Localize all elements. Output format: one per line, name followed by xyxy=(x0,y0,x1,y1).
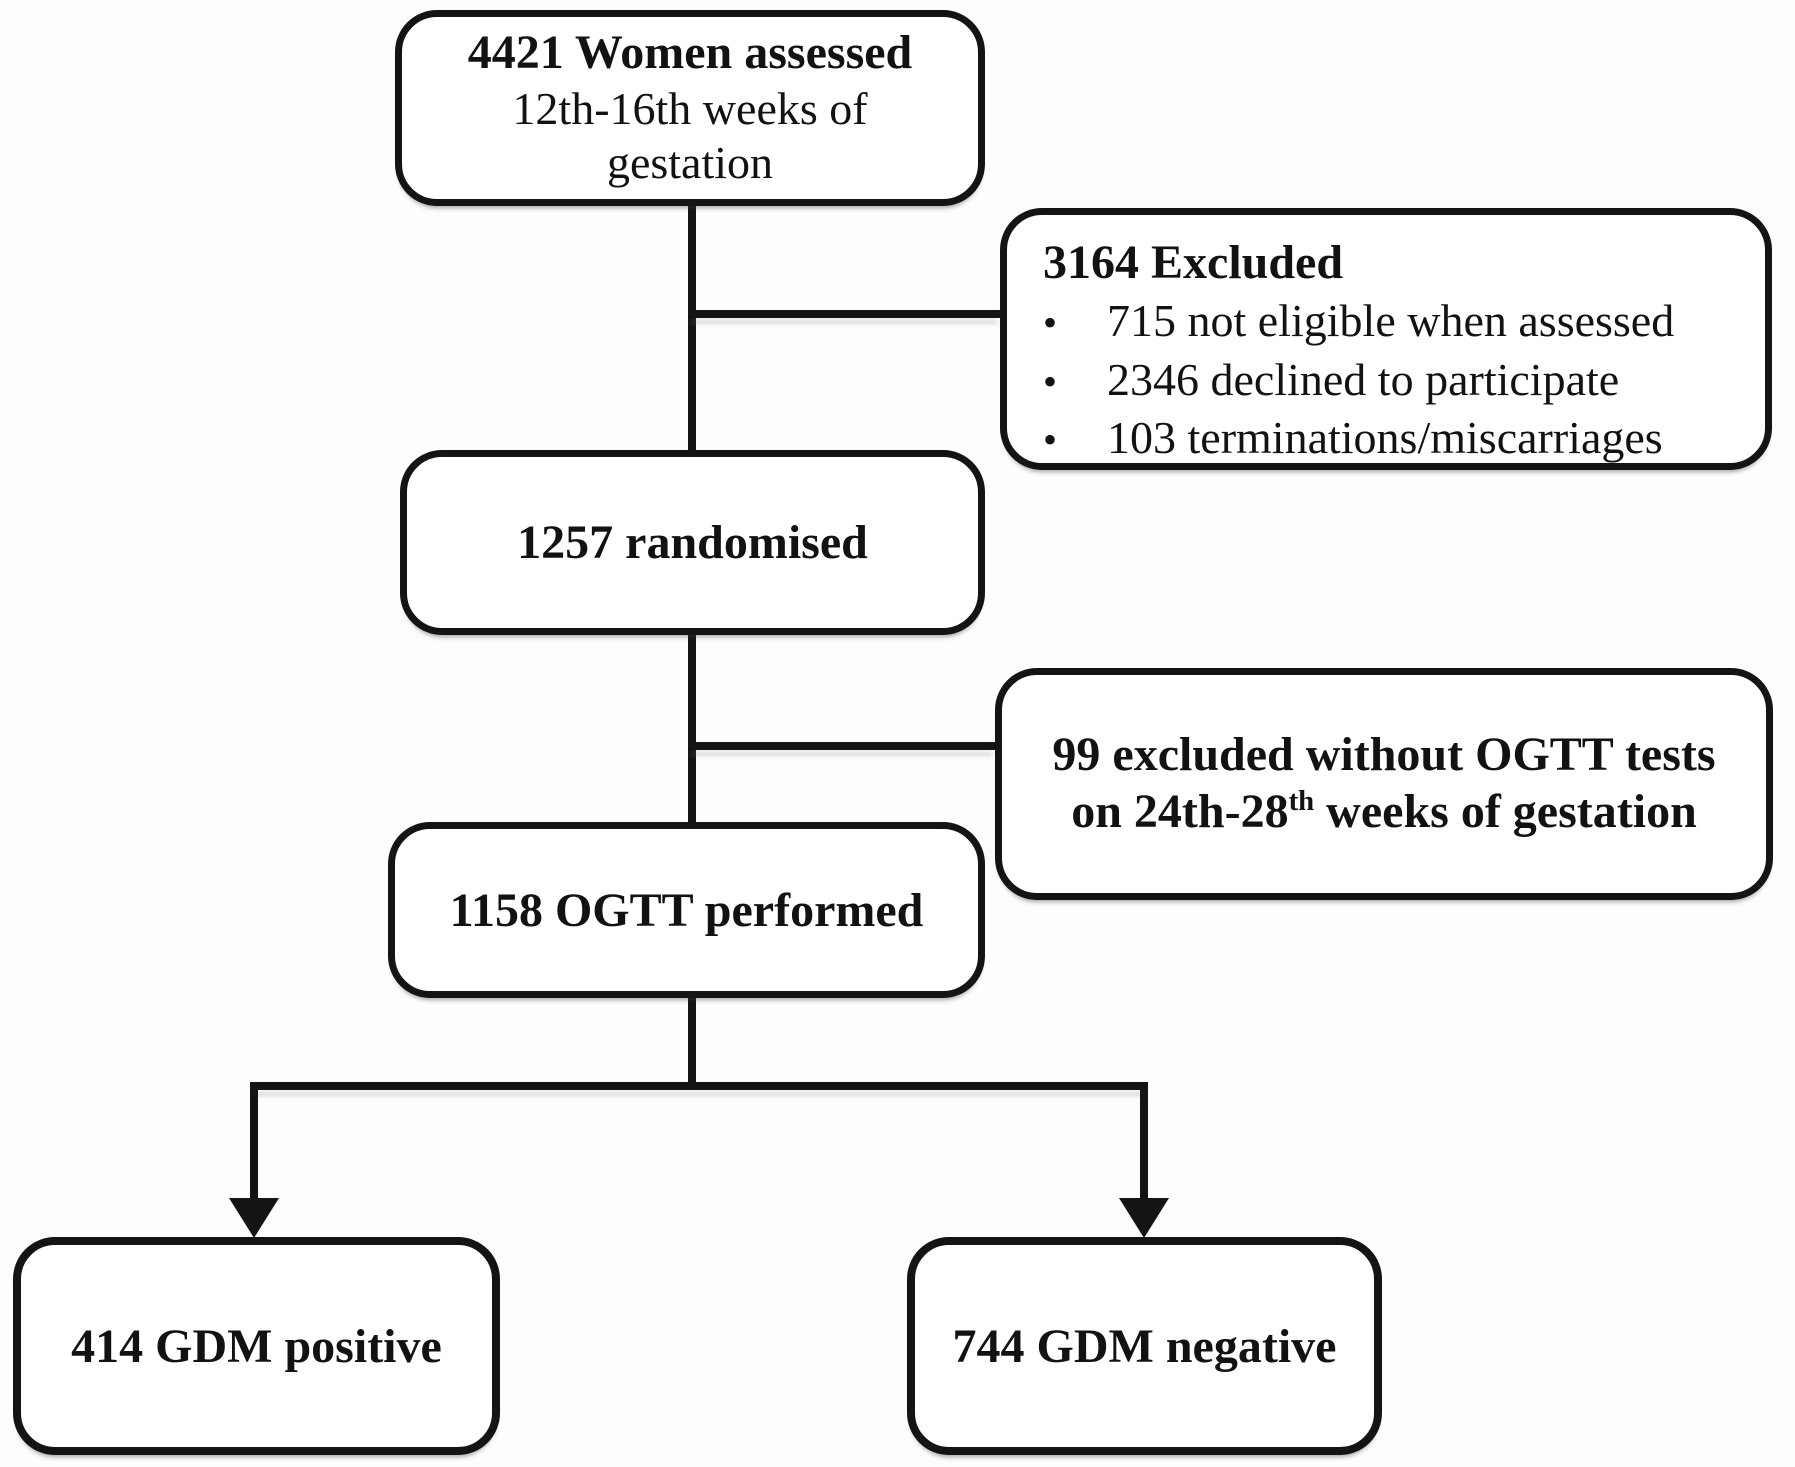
branch-horizontal-line xyxy=(250,1082,1148,1090)
excluded-second-line1: 99 excluded without OGTT tests xyxy=(1052,728,1716,782)
arrow-down-icon xyxy=(1119,1198,1169,1238)
bullet-icon: • xyxy=(1043,417,1058,463)
connector-ogtt-to-branch xyxy=(688,994,696,1086)
excluded-item-row: • 103 terminations/miscarriages xyxy=(1043,409,1663,468)
gdm-positive-label: 414 GDM positive xyxy=(71,1319,442,1373)
bullet-icon: • xyxy=(1043,358,1058,404)
excluded-second-line2-suffix: weeks of gestation xyxy=(1314,785,1697,838)
assessed-box: 4421 Women assessed 12th-16th weeks of g… xyxy=(395,10,985,206)
connector-randomised-to-ogtt xyxy=(688,630,696,826)
randomised-label: 1257 randomised xyxy=(517,516,868,569)
connector-to-excluded-box xyxy=(688,310,1000,318)
excluded-item-text: 103 terminations/miscarriages xyxy=(1107,412,1663,464)
connector-to-ogtt-excluded-box xyxy=(688,742,995,750)
bullet-icon: • xyxy=(1043,299,1058,345)
ogtt-performed-box: 1158 OGTT performed xyxy=(388,822,985,998)
excluded-first-box: 3164 Excluded • 715 not eligible when as… xyxy=(1000,208,1772,470)
assessed-title: 4421 Women assessed xyxy=(467,26,913,80)
assessed-subtitle-line1: 12th-16th weeks of xyxy=(512,83,868,135)
excluded-second-line2-superscript: th xyxy=(1288,785,1315,817)
excluded-second-line2: on 24th-28th weeks of gestation xyxy=(1071,784,1697,841)
connector-assessed-to-randomised xyxy=(688,200,696,454)
excluded-item-row: • 715 not eligible when assessed xyxy=(1043,292,1674,351)
branch-left-drop-line xyxy=(250,1082,258,1204)
ogtt-label: 1158 OGTT performed xyxy=(449,883,924,937)
randomised-box: 1257 randomised xyxy=(400,450,985,635)
excluded-second-box: 99 excluded without OGTT tests on 24th-2… xyxy=(995,668,1773,900)
gdm-negative-label: 744 GDM negative xyxy=(952,1319,1337,1373)
branch-right-drop-line xyxy=(1140,1082,1148,1204)
excluded-item-text: 2346 declined to participate xyxy=(1107,353,1620,405)
excluded-item-row: • 2346 declined to participate xyxy=(1043,351,1619,410)
assessed-subtitle-line2: gestation xyxy=(606,137,774,189)
excluded-second-line2-prefix: on 24th-28 xyxy=(1071,785,1289,838)
excluded-item-text: 715 not eligible when assessed xyxy=(1107,294,1675,346)
excluded-first-title: 3164 Excluded xyxy=(1043,236,1344,289)
arrow-down-icon xyxy=(229,1198,279,1238)
gdm-positive-box: 414 GDM positive xyxy=(13,1237,500,1455)
gdm-negative-box: 744 GDM negative xyxy=(907,1237,1382,1455)
